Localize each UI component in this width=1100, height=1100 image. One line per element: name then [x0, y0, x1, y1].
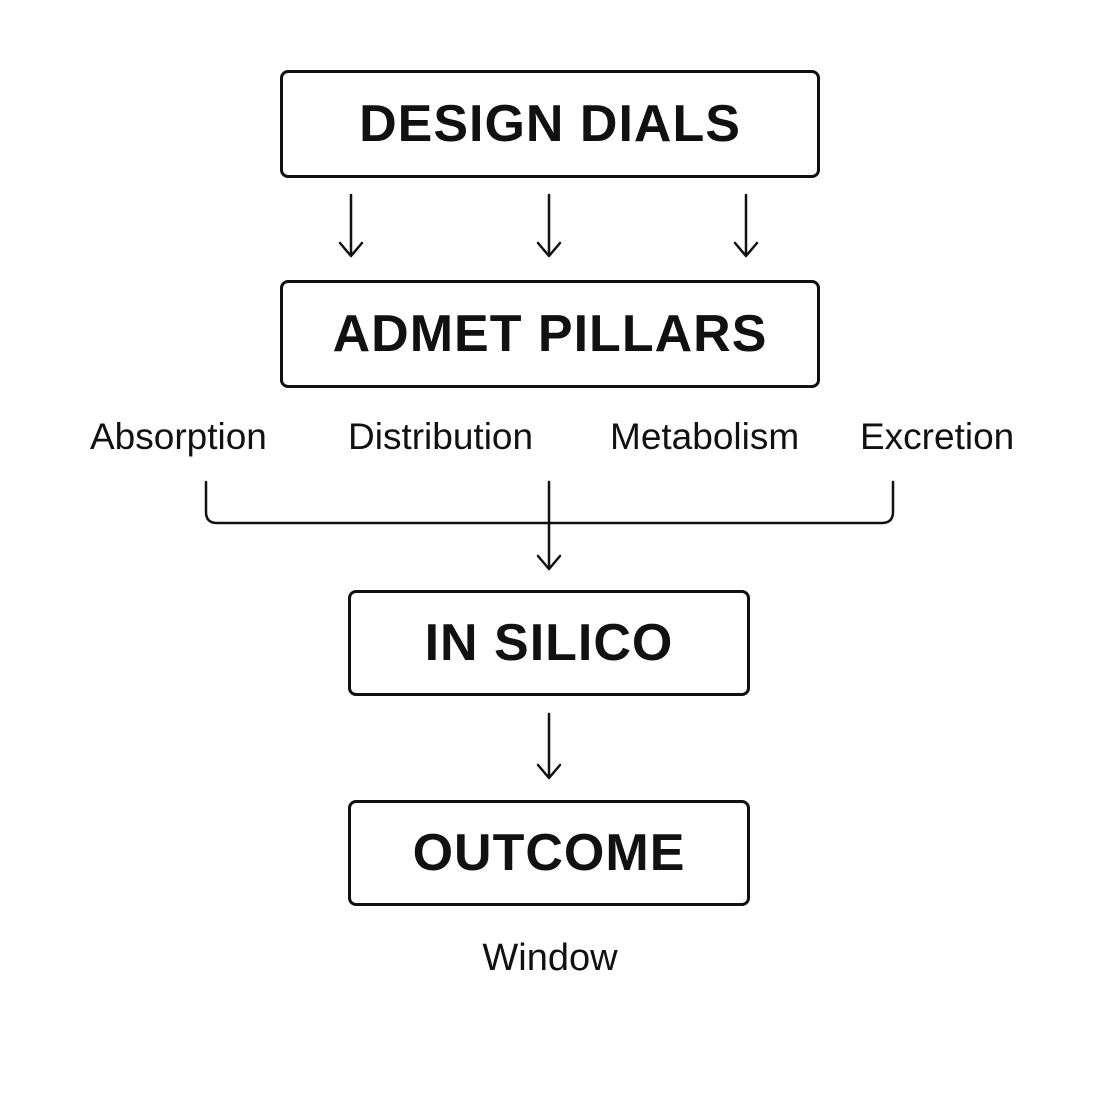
in-silico-node: IN SILICO [348, 590, 750, 696]
in-silico-label: IN SILICO [424, 614, 674, 672]
arrow-design-to-admet-3 [733, 193, 759, 258]
pillar-absorption: Absorption [90, 416, 267, 457]
outcome-caption: Window [482, 937, 618, 979]
admet-pillars-node: ADMET PILLARS [280, 280, 820, 388]
outcome-node: OUTCOME [348, 800, 750, 906]
pillars-bracket [204, 480, 895, 525]
pillar-excretion: Excretion [860, 416, 1015, 457]
arrow-design-to-admet-2 [536, 193, 562, 258]
design-dials-node: DESIGN DIALS [280, 70, 820, 178]
pillar-distribution: Distribution [348, 416, 534, 457]
arrow-design-to-admet-1 [338, 193, 364, 258]
pillar-metabolism: Metabolism [610, 416, 800, 457]
arrow-silico-to-outcome [536, 712, 562, 780]
outcome-label: OUTCOME [412, 824, 686, 882]
admet-pillars-label: ADMET PILLARS [332, 305, 768, 363]
arrow-pillars-to-silico [536, 480, 562, 571]
design-dials-label: DESIGN DIALS [359, 95, 741, 153]
